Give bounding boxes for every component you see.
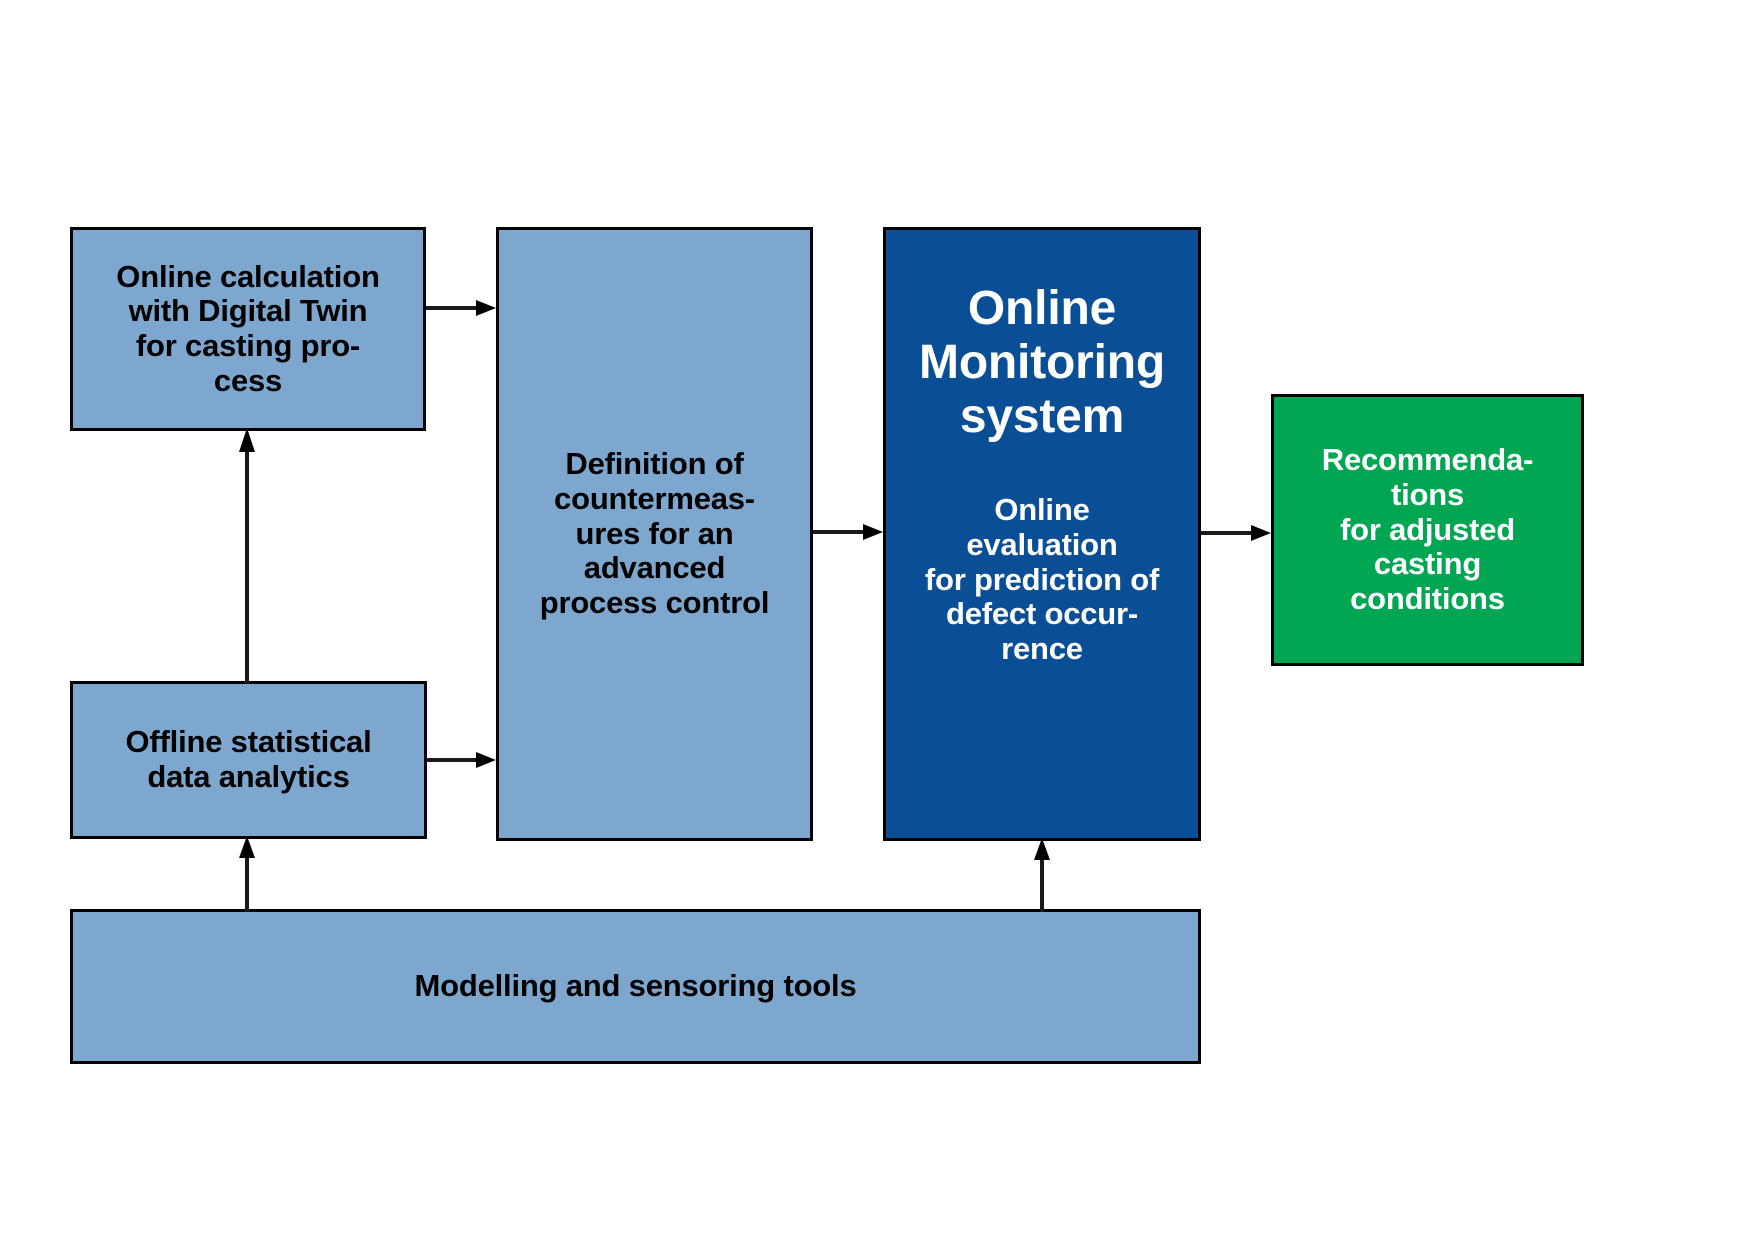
node-online-calculation[interactable]: Online calculation with Digital Twin for… bbox=[70, 227, 426, 431]
connector-definition-to-monitoring bbox=[813, 516, 885, 548]
node-definition-of-countermeasures[interactable]: Definition of countermeas- ures for an a… bbox=[496, 227, 813, 841]
connector-offline-analytics-to-definition bbox=[427, 744, 498, 776]
node-online-monitoring-system-subline: Online evaluation for prediction of defe… bbox=[924, 492, 1160, 667]
node-offline-statistical-data-analytics[interactable]: Offline statistical data analytics bbox=[70, 681, 427, 839]
connector-monitoring-to-recommendations bbox=[1201, 517, 1273, 549]
connector-offline-analytics-to-online-calculation bbox=[231, 428, 263, 684]
node-modelling-and-sensoring-tools[interactable]: Modelling and sensoring tools bbox=[70, 909, 1201, 1064]
node-online-monitoring-system[interactable]: Online Monitoring system Online evaluati… bbox=[883, 227, 1201, 841]
connector-modelling-to-offline-analytics bbox=[231, 836, 263, 912]
connector-online-calculation-to-definition bbox=[426, 292, 498, 324]
connector-modelling-to-monitoring bbox=[1026, 838, 1058, 912]
node-online-monitoring-system-headline: Online Monitoring system bbox=[919, 282, 1165, 443]
node-recommendations[interactable]: Recommenda- tions for adjusted casting c… bbox=[1271, 394, 1584, 666]
